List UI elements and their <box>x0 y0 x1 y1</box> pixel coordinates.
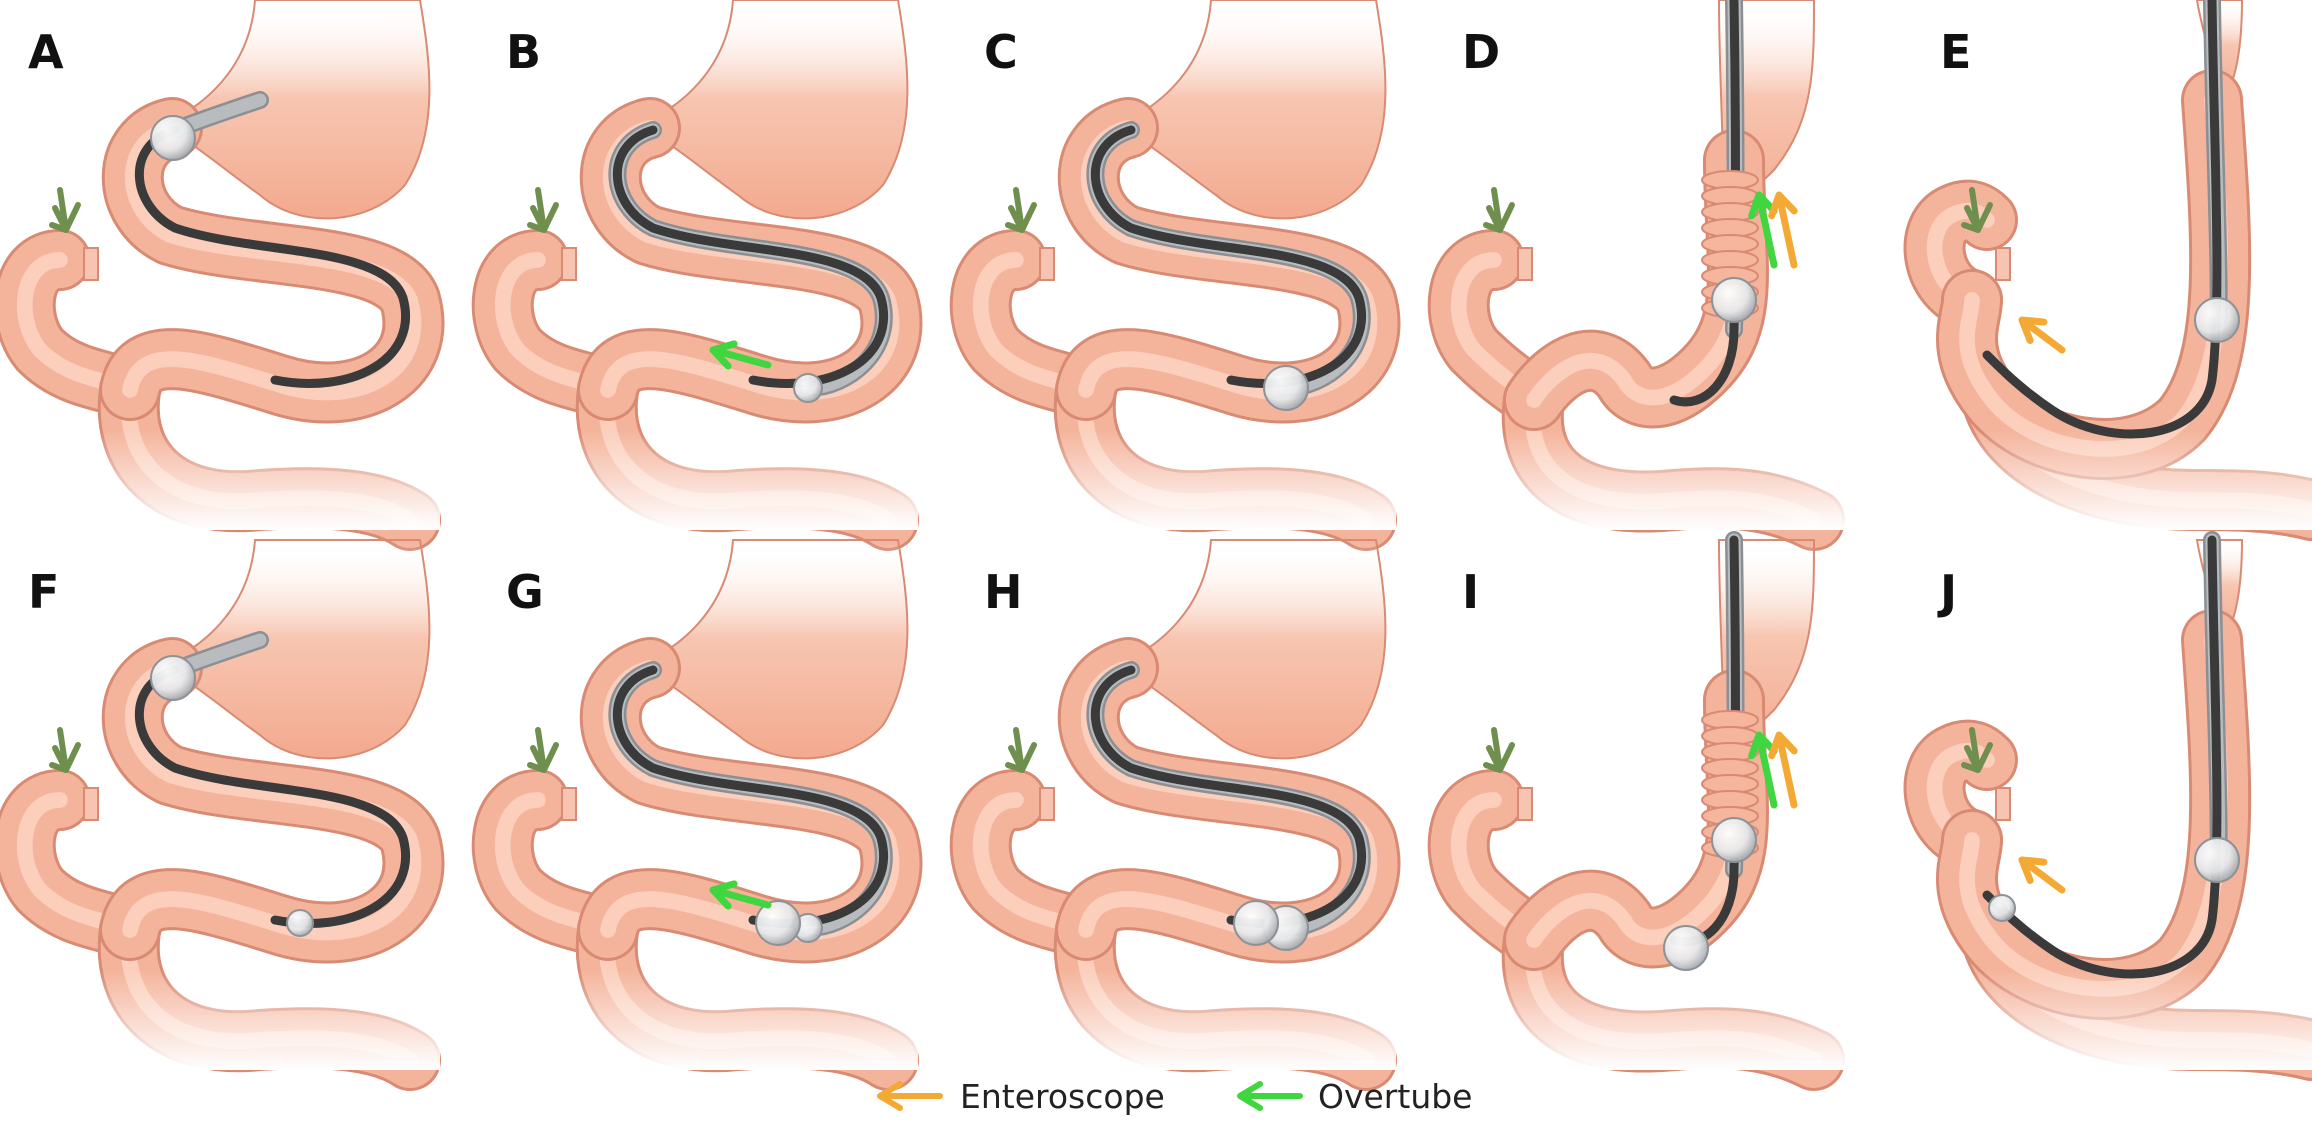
panel-e: E <box>1903 0 2312 541</box>
overtube-balloon <box>150 115 196 161</box>
bile-duct-icon <box>1005 727 1037 773</box>
stomach <box>1113 0 1387 220</box>
stomach <box>1113 539 1387 760</box>
panel-f: F <box>0 539 445 1091</box>
enteroscope <box>1090 665 1366 928</box>
papilla-ring <box>1517 787 1533 821</box>
enteroscope-movement-arrow-icon <box>2018 856 2066 894</box>
panel-label: A <box>28 25 64 79</box>
papilla-ring <box>1039 787 1055 821</box>
stomach <box>157 539 431 760</box>
bile-duct-icon <box>527 187 559 233</box>
bottom-fade <box>956 430 1396 530</box>
panel-label: H <box>984 565 1023 619</box>
small-bowel-highlight <box>122 660 422 941</box>
panel-i: I <box>1427 531 1874 1091</box>
enteroscope <box>1982 0 2222 439</box>
bile-duct-icon <box>527 727 559 773</box>
stomach <box>157 0 431 220</box>
overtube-movement-arrow-icon <box>709 880 772 910</box>
panel-g: G <box>471 539 923 1091</box>
bottom-fade <box>478 430 918 530</box>
bottom-fade <box>956 970 1396 1070</box>
overtube-balloon <box>793 373 823 403</box>
panel-d: D <box>1427 0 1874 551</box>
enteroscope <box>1090 125 1366 388</box>
panel-label: D <box>1462 25 1500 79</box>
bile-duct-icon <box>1483 187 1515 233</box>
papilla-ring <box>1517 247 1533 281</box>
papilla-ring <box>1995 787 2011 821</box>
bottom-fade <box>1912 970 2312 1070</box>
panel-label: F <box>28 565 59 619</box>
bottom-fade <box>0 430 440 530</box>
bile-duct-icon <box>49 727 81 773</box>
enteroscope-balloon <box>1663 925 1709 971</box>
small-bowel-highlight <box>122 120 422 401</box>
panel-c: C <box>949 0 1401 551</box>
panel-label: I <box>1462 565 1479 619</box>
enteroscope <box>134 665 410 928</box>
enteroscope-movement-arrow-icon <box>1768 731 1798 809</box>
enteroscope-balloon <box>1233 900 1279 946</box>
panels-layer: A B C D E F G H I J <box>0 0 2312 1091</box>
bottom-fade <box>1434 430 1874 530</box>
legend-item-overtube: Overtube <box>1237 1077 1472 1116</box>
bile-duct-icon <box>1961 187 1993 233</box>
overtube-balloon <box>2194 297 2240 343</box>
bottom-fade <box>1434 970 1874 1070</box>
papilla-ring <box>83 247 99 281</box>
bile-duct-icon <box>1483 727 1515 773</box>
enteroscope-movement-arrow-icon <box>2018 316 2066 354</box>
papilla-ring <box>1995 247 2011 281</box>
enteroscope <box>134 125 410 388</box>
papilla-ring <box>1039 247 1055 281</box>
overtube-arrow-icon <box>1237 1081 1303 1111</box>
bile-duct-icon <box>1961 727 1993 773</box>
bottom-fade <box>0 970 440 1070</box>
stomach <box>635 539 909 760</box>
enteroscope-balloon <box>286 909 314 937</box>
overtube-balloon <box>1263 365 1309 411</box>
enteroscope-movement-arrow-icon <box>1768 191 1798 269</box>
bile-duct-icon <box>1005 187 1037 233</box>
legend-label-overtube: Overtube <box>1318 1077 1472 1116</box>
panel-label: J <box>1937 565 1957 619</box>
panel-h: H <box>949 539 1401 1091</box>
enteroscope-balloon <box>1988 894 2016 922</box>
enteroscope-balloon <box>755 900 801 946</box>
bottom-fade <box>478 970 918 1070</box>
papilla-ring <box>83 787 99 821</box>
legend-item-enteroscope: Enteroscope <box>877 1077 1165 1116</box>
bile-duct-icon <box>49 187 81 233</box>
panel-label: G <box>506 565 544 619</box>
overtube-movement-arrow-icon <box>709 340 772 370</box>
papilla-ring <box>561 787 577 821</box>
panel-a: A <box>0 0 445 551</box>
panel-j: J <box>1903 531 2312 1081</box>
papilla-ring <box>561 247 577 281</box>
overtube-balloon <box>2194 837 2240 883</box>
bottom-fade <box>1912 430 2312 530</box>
overtube-balloon <box>150 655 196 701</box>
overtube-balloon <box>1711 277 1757 323</box>
panel-label: E <box>1940 25 1971 79</box>
enteroscope <box>612 665 888 928</box>
panel-label: B <box>506 25 541 79</box>
enteroscope <box>1982 535 2222 979</box>
legend-label-enteroscope: Enteroscope <box>960 1077 1165 1116</box>
panel-label: C <box>984 25 1018 79</box>
legend: Enteroscope Overtube <box>877 1077 1472 1116</box>
stomach <box>635 0 909 220</box>
enteroscope <box>612 125 888 388</box>
enteroscope-arrow-icon <box>877 1081 943 1111</box>
panel-b: B <box>471 0 923 551</box>
overtube-balloon <box>1711 817 1757 863</box>
